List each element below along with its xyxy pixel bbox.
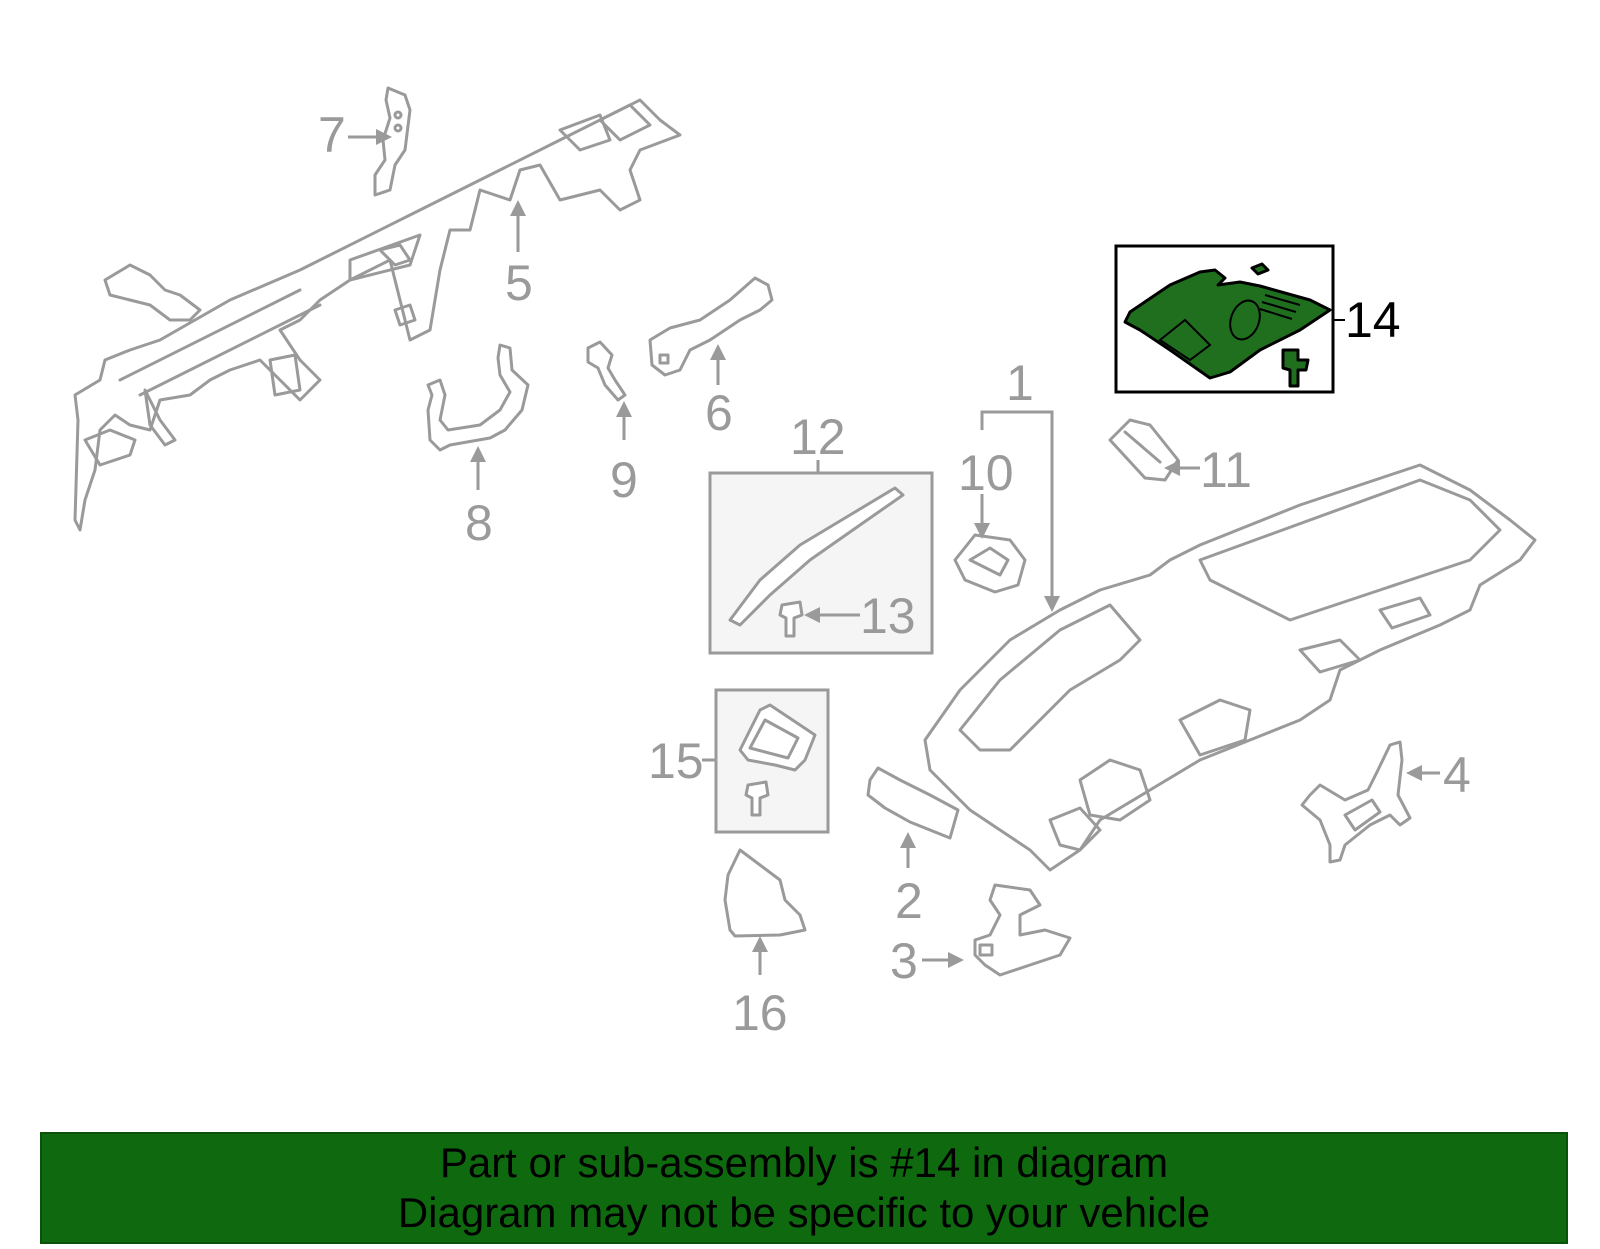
part-7-bracket bbox=[373, 86, 412, 197]
box-12 bbox=[708, 471, 934, 655]
part-10-vent bbox=[953, 533, 1027, 594]
callout-7: 7 bbox=[318, 107, 346, 163]
footer-line-2: Diagram may not be specific to your vehi… bbox=[397, 1189, 1211, 1236]
part-14-highlighted bbox=[1123, 262, 1332, 388]
part-13-clip bbox=[778, 600, 804, 638]
part-3-bracket bbox=[973, 883, 1072, 977]
callout-2: 2 bbox=[895, 873, 923, 929]
part-5-cross-car-beam bbox=[73, 98, 682, 532]
footer-banner: Part or sub-assembly is #14 in diagram D… bbox=[40, 1132, 1568, 1244]
part-15-cover bbox=[738, 703, 817, 772]
part-16-panel bbox=[723, 848, 807, 938]
callout-15: 15 bbox=[648, 733, 704, 789]
part-15-clip bbox=[744, 780, 770, 817]
callout-12: 12 bbox=[790, 409, 846, 465]
callout-9: 9 bbox=[610, 452, 638, 508]
callout-5: 5 bbox=[505, 255, 533, 311]
callout-11: 11 bbox=[1200, 442, 1252, 498]
part-1-instrument-panel bbox=[923, 463, 1537, 872]
callout-10: 10 bbox=[958, 445, 1014, 501]
callout-6: 6 bbox=[705, 385, 733, 441]
callout-1: 1 bbox=[1006, 355, 1034, 411]
leader-1 bbox=[980, 410, 1054, 598]
part-11-vent bbox=[1108, 418, 1180, 482]
part-8-brace bbox=[426, 343, 530, 452]
callout-16: 16 bbox=[732, 985, 788, 1041]
callout-3: 3 bbox=[890, 933, 918, 989]
part-2-trim bbox=[866, 766, 960, 840]
callout-14: 14 bbox=[1345, 292, 1401, 348]
part-4-bracket bbox=[1300, 740, 1412, 864]
parts-diagram: 5 7 8 9 6 13 12 10 bbox=[73, 86, 1537, 1041]
part-6-bracket bbox=[648, 276, 774, 377]
footer-line-1: Part or sub-assembly is #14 in diagram bbox=[439, 1139, 1169, 1186]
part-12-trim-strip bbox=[728, 486, 905, 627]
callout-4: 4 bbox=[1443, 747, 1471, 803]
callout-13: 13 bbox=[860, 588, 916, 644]
part-9-clip bbox=[586, 340, 627, 402]
callout-8: 8 bbox=[465, 495, 493, 551]
